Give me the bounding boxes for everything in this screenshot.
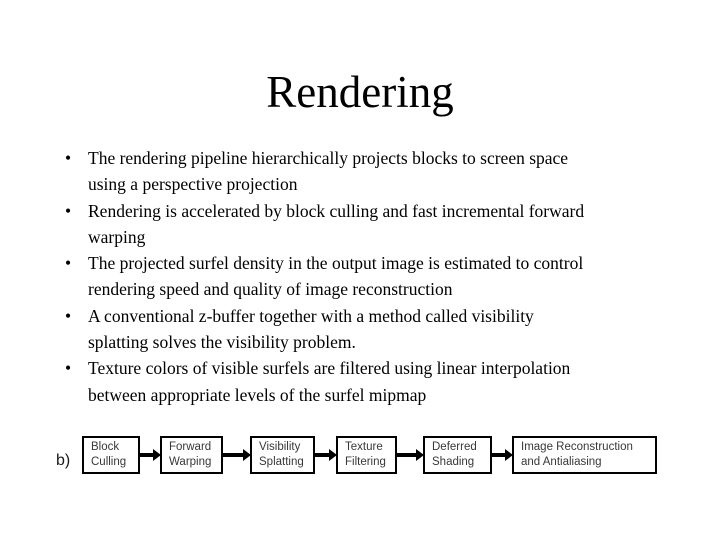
bullet-line: between appropriate levels of the surfel… <box>88 384 427 405</box>
stage-box-visibility-splatting: Visibility Splatting <box>250 436 315 474</box>
bullet-line: using a perspective projection <box>88 174 298 195</box>
flow-arrow <box>315 449 337 461</box>
bullet-item: • Rendering is accelerated by block cull… <box>64 198 664 251</box>
stage-box-forward-warping: Forward Warping <box>160 436 223 474</box>
bullet-marker: • <box>65 148 72 168</box>
stage-label: Texture <box>345 441 383 453</box>
bullet-item: • Texture colors of visible surfels are … <box>64 355 664 408</box>
bullet-marker: • <box>65 358 72 379</box>
stage-label: Culling <box>91 456 127 468</box>
bullet-marker: • <box>65 253 72 274</box>
stage-label: and Antialiasing <box>521 456 602 468</box>
bullet-item: • The rendering pipeline hierarchically … <box>64 145 664 198</box>
bullet-line: splatting solves the visibility problem. <box>88 332 356 353</box>
stage-label: Warping <box>169 456 212 468</box>
bullet-item: • A conventional z-buffer together with … <box>64 303 664 356</box>
stage-label: Block <box>91 441 120 453</box>
diagram-label: b) <box>56 452 71 469</box>
bullet-line: rendering speed and quality of image rec… <box>88 279 453 300</box>
bullet-line: The rendering pipeline hierarchically pr… <box>88 148 569 168</box>
bullet-line: The projected surfel density in the outp… <box>88 253 584 274</box>
bullet-line: Rendering is accelerated by block cullin… <box>88 200 585 221</box>
stage-label: Splatting <box>259 456 304 468</box>
stage-box-texture-filtering: Texture Filtering <box>336 436 397 474</box>
bullet-marker: • <box>65 305 72 326</box>
stage-label: Forward <box>169 441 212 453</box>
stage-label: Image Reconstruction <box>521 441 633 453</box>
stage-label: Visibility <box>259 441 301 453</box>
stage-label: Filtering <box>345 456 386 468</box>
stage-box-block-culling: Block Culling <box>82 436 140 474</box>
flow-arrow <box>140 449 161 461</box>
stage-box-deferred-shading: Deferred Shading <box>423 436 492 474</box>
stage-label: Shading <box>432 456 475 468</box>
flow-arrow <box>492 449 513 461</box>
flow-arrow <box>223 449 251 461</box>
bullet-list: • The rendering pipeline hierarchically … <box>64 145 664 408</box>
bullet-line: warping <box>88 226 146 247</box>
bullet-line: Texture colors of visible surfels are fi… <box>88 358 571 379</box>
bullet-marker: • <box>65 200 72 221</box>
stage-box-image-reconstruction: Image Reconstruction and Antialiasing <box>512 436 657 474</box>
stage-label: Deferred <box>432 441 477 453</box>
page-title: Rendering <box>266 67 454 117</box>
bullet-line: A conventional z-buffer together with a … <box>88 305 534 326</box>
flow-arrow <box>397 449 424 461</box>
bullet-item: • The projected surfel density in the ou… <box>64 250 664 303</box>
